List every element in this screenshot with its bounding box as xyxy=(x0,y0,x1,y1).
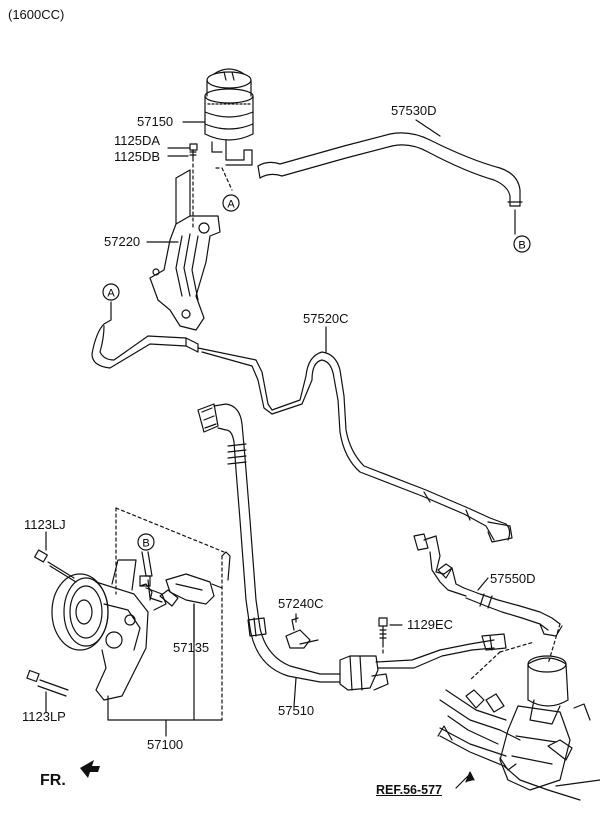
power-steering-pump-57100 xyxy=(51,559,167,701)
connector-a-reservoir: A xyxy=(222,194,240,212)
part-label-1129EC: 1129EC xyxy=(407,617,454,632)
connector-b-label: B xyxy=(142,538,149,550)
connector-a-hose: A xyxy=(102,283,120,301)
connector-a-label: A xyxy=(107,288,115,300)
part-label-57100: 57100 xyxy=(147,737,184,752)
bolt-1125DA xyxy=(189,143,198,159)
bracket-57220 xyxy=(149,169,221,331)
front-label: FR. xyxy=(40,772,66,789)
bracket-57135 xyxy=(159,551,231,607)
return-hose-57550D xyxy=(463,587,563,637)
part-label-57135: 57135 xyxy=(173,640,210,655)
leader-57550D xyxy=(477,577,489,591)
connector-b-label: B xyxy=(518,240,525,252)
leader-57510 xyxy=(293,677,297,707)
connector-b-hose: B xyxy=(513,235,531,253)
connector-b-pump: B xyxy=(137,533,155,551)
bracket-line-57100 xyxy=(107,603,223,721)
hose-fitting-upper xyxy=(413,533,467,597)
leader-57530D xyxy=(415,119,441,137)
part-label-1125DA: 1125DA xyxy=(114,133,161,148)
leader-ref xyxy=(455,775,469,789)
pump-inlet-pipe xyxy=(141,551,163,603)
part-label-57550D: 57550D xyxy=(490,571,536,586)
part-label-57530D: 57530D xyxy=(391,103,437,118)
bolt-1129EC xyxy=(378,617,388,645)
return-hose-57530D xyxy=(257,132,523,207)
reservoir-tank-57150 xyxy=(204,68,254,166)
part-label-1123LP: 1123LP xyxy=(22,709,66,724)
part-label-57240C: 57240C xyxy=(278,596,324,611)
part-label-1125DB: 1125DB xyxy=(114,149,161,164)
part-label-57520C: 57520C xyxy=(303,311,349,326)
pressure-hose-57510 xyxy=(197,403,341,683)
bolt-1123LP xyxy=(26,669,69,697)
part-label-57150: 57150 xyxy=(137,114,174,129)
pressure-hose-57520C xyxy=(91,301,513,543)
part-label-1123LJ: 1123LJ xyxy=(24,517,66,532)
clamp-57240C xyxy=(285,617,319,649)
connector-a-label: A xyxy=(227,199,235,211)
engine-variant-label: (1600CC) xyxy=(8,7,65,22)
reference-label: REF.56-577 xyxy=(376,783,443,797)
steering-gear-assembly xyxy=(437,655,600,801)
pressure-switch-fitting xyxy=(339,633,507,691)
front-arrow-icon xyxy=(80,760,100,778)
part-label-57510: 57510 xyxy=(278,703,315,718)
part-label-57220: 57220 xyxy=(104,234,141,249)
bolt-1123LJ xyxy=(34,549,77,583)
